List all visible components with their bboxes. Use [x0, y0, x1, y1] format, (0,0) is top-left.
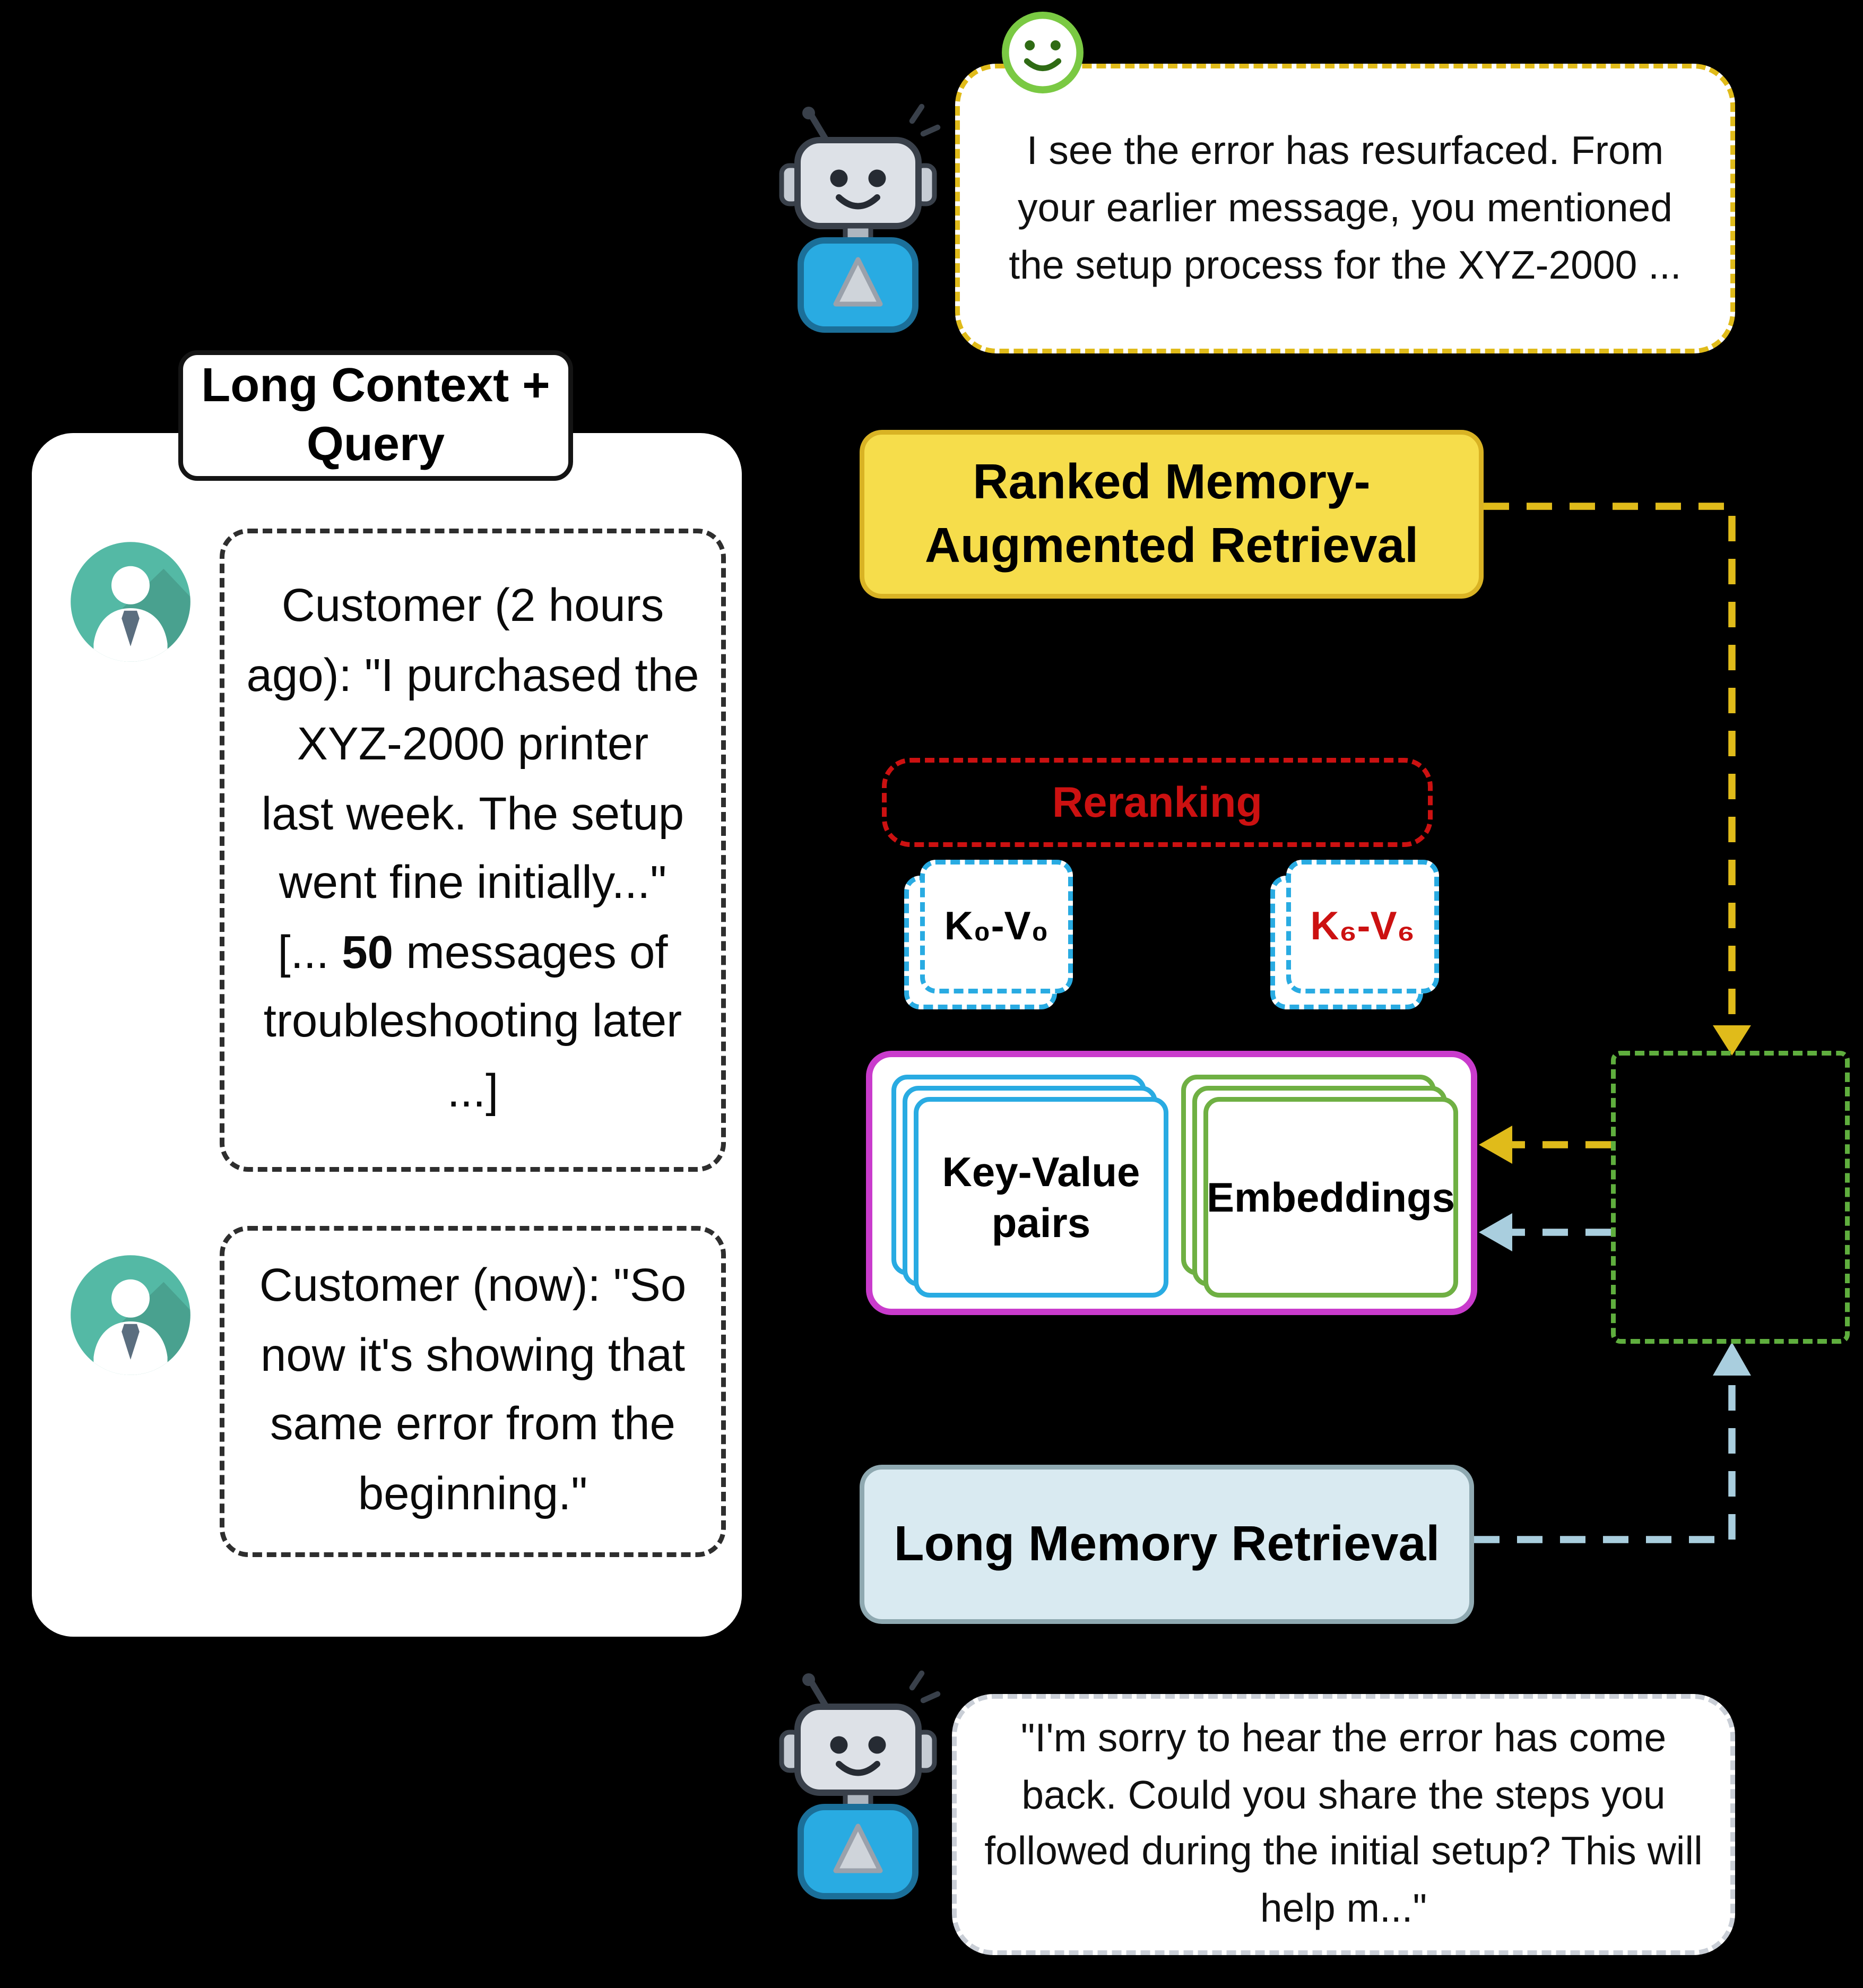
- long-context-query-title: Long Context + Query: [178, 350, 573, 481]
- ranked-response-text: I see the error has resurfaced. From you…: [1009, 129, 1682, 288]
- kv-cache-k6v6: K₆-V₆: [1270, 860, 1439, 1009]
- ranked-response-bubble: I see the error has resurfaced. From you…: [955, 64, 1735, 353]
- robot-assistant-icon-top: [761, 102, 955, 344]
- embeddings-label: Embeddings: [1203, 1097, 1458, 1298]
- yellow-connector-line: [1483, 503, 1736, 1028]
- customer-message-past: Customer (2 hours ago): "I purchased the…: [220, 529, 726, 1172]
- ranked-memory-augmented-retrieval-node: Ranked Memory- Augmented Retrieval: [860, 430, 1484, 599]
- robot-icon: [761, 1669, 955, 1911]
- customer-avatar-icon: [67, 1251, 194, 1379]
- kv-cache-k6v6-label: K₆-V₆: [1286, 860, 1439, 993]
- long-memory-response-bubble: "I'm sorry to hear the error has come ba…: [952, 1694, 1735, 1955]
- customer-message-past-text: Customer (2 hours ago): "I purchased the…: [246, 581, 699, 1117]
- customer-message-now: Customer (now): "So now it's showing tha…: [220, 1226, 726, 1557]
- kv-cache-k0v0: K₀-V₀: [904, 860, 1073, 1009]
- blue-connector-line: [1474, 1372, 1736, 1543]
- memory-store-box: Key-Value pairs Embeddings: [866, 1051, 1477, 1315]
- smiley-face-icon: [1000, 10, 1086, 96]
- blue-arrowhead-up: [1712, 1342, 1751, 1376]
- reranking-node: Reranking: [882, 758, 1433, 847]
- embeddings-stack: Embeddings: [1181, 1075, 1461, 1301]
- key-value-pairs-stack: Key-Value pairs: [891, 1075, 1172, 1301]
- customer-avatar-icon: [67, 538, 194, 665]
- yellow-arrowhead-left: [1478, 1125, 1512, 1164]
- key-value-pairs-label: Key-Value pairs: [914, 1097, 1168, 1298]
- robot-assistant-icon-bottom: [761, 1669, 955, 1911]
- customer-message-now-text: Customer (now): "So now it's showing tha…: [259, 1261, 687, 1520]
- green-dashed-junction-box: [1611, 1051, 1850, 1344]
- blue-arrowhead-left: [1478, 1213, 1512, 1251]
- long-memory-retrieval-node: Long Memory Retrieval: [860, 1465, 1474, 1624]
- robot-icon: [761, 102, 955, 344]
- long-memory-response-text: "I'm sorry to hear the error has come ba…: [984, 1716, 1703, 1931]
- kv-cache-k0v0-label: K₀-V₀: [920, 860, 1073, 993]
